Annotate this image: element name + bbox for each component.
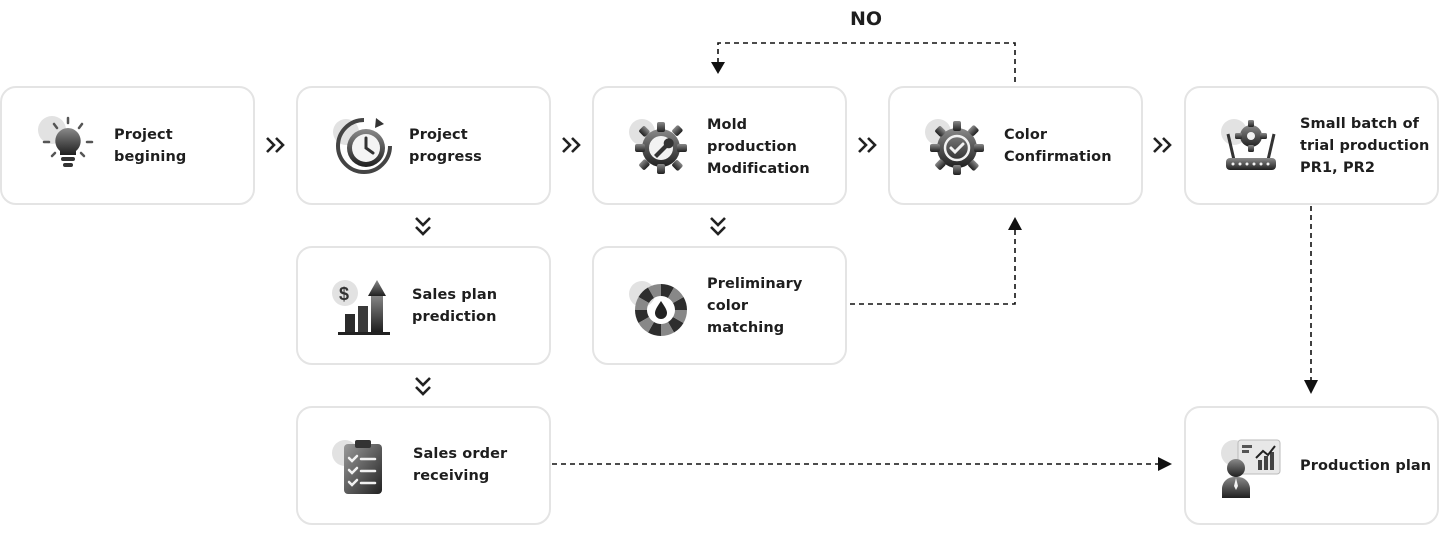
node-label: Small batch of trial production PR1, PR2 [1300, 116, 1430, 176]
gear-wrench-icon [629, 119, 687, 174]
node-mold-production: Mold production Modification [592, 86, 847, 205]
decision-no-label: NO [850, 8, 883, 30]
chevron-right-icon [266, 137, 285, 153]
node-label: Project progress [409, 127, 482, 165]
node-color-confirmation: Color Confirmation [888, 86, 1143, 205]
conveyor-gear-icon [1221, 119, 1276, 170]
node-label: Sales plan prediction [412, 287, 498, 325]
clock-progress-icon [333, 118, 392, 174]
chevron-down-icon [415, 217, 431, 236]
chevron-down-icon [710, 217, 726, 236]
chevron-down-icon [415, 377, 431, 396]
salesorder-arrowhead [1158, 457, 1172, 471]
node-production-plan: Production plan [1184, 406, 1439, 525]
node-label: Production plan [1300, 458, 1432, 474]
color-wheel-drop-icon [629, 281, 687, 336]
lightbulb-icon [38, 116, 94, 167]
node-project-progress: Project progress [296, 86, 551, 205]
chevron-right-icon [858, 137, 877, 153]
productionplan-arrowhead [1304, 380, 1318, 394]
node-sales-plan-prediction: $ Sales plan prediction [296, 246, 551, 365]
chevron-right-icon [1153, 137, 1172, 153]
chevron-right-icon [562, 137, 581, 153]
svg-text:$: $ [339, 284, 349, 304]
node-sales-order-receiving: Sales order receiving [296, 406, 551, 525]
node-preliminary-color-matching: Preliminary color matching [592, 246, 847, 365]
dollar-growth-chart-icon: $ [332, 280, 390, 335]
node-project-begining: Project begining [0, 86, 255, 205]
clipboard-checklist-icon [332, 440, 382, 494]
node-label: Sales order receiving [413, 446, 508, 484]
gear-check-icon [925, 119, 984, 175]
no-loop-arrowhead [711, 62, 725, 74]
node-label: Mold production Modification [707, 117, 810, 177]
no-loop-connector [717, 42, 1016, 82]
node-label: Color Confirmation [1004, 127, 1112, 165]
node-small-batch: Small batch of trial production PR1, PR2 [1184, 86, 1439, 205]
presenter-chart-icon [1221, 439, 1281, 498]
confirmation-arrowhead [1008, 217, 1022, 230]
node-label: Project begining [114, 127, 187, 165]
preliminary-to-confirmation-connector [850, 230, 1016, 305]
node-label: Preliminary color matching [707, 276, 803, 336]
